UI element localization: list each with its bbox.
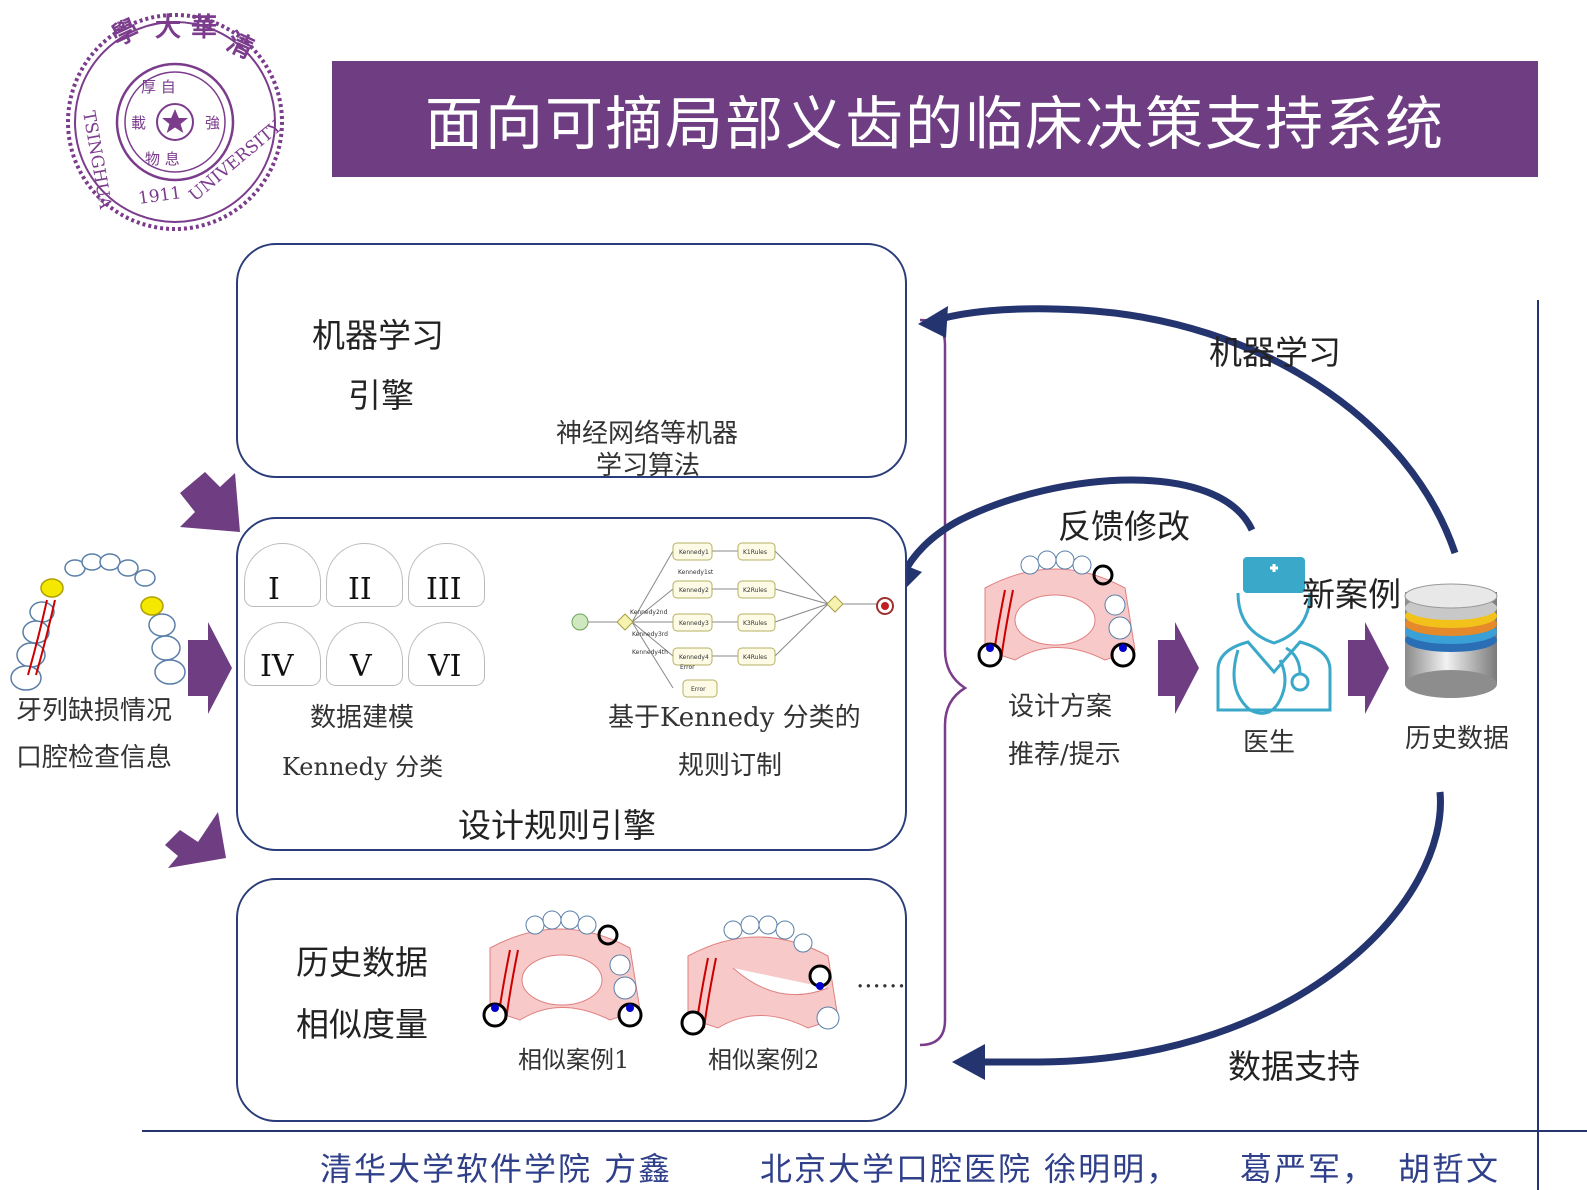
svg-text:大: 大 xyxy=(155,13,181,43)
svg-text:1911: 1911 xyxy=(137,183,183,209)
kennedy-thumb-4 xyxy=(244,622,321,686)
kennedy-thumb-1 xyxy=(244,543,321,607)
ml-caption1: 神经网络等机器 xyxy=(556,419,739,449)
feedback-label: 反馈修改 xyxy=(1058,507,1190,546)
footer-hu: 胡哲文 xyxy=(1398,1150,1501,1188)
rules-label1: 基于Kennedy 分类的 xyxy=(608,703,861,733)
kennedy-thumb-5 xyxy=(326,622,403,686)
data-modeling-label: 数据建模 xyxy=(310,703,415,733)
footer-thu: 清华大学软件学院 方鑫 xyxy=(320,1150,673,1188)
svg-text:UNIVERSITY: UNIVERSITY xyxy=(185,117,286,206)
rules-label2: 规则订制 xyxy=(678,751,783,781)
panel-bracket xyxy=(919,318,968,1047)
input-dental-arch-icon xyxy=(10,553,186,691)
similar-case-2-label: 相似案例2 xyxy=(708,1046,820,1074)
ml-engine-panel: 机器学习 引擎 神经网络等机器 学习算法 xyxy=(236,243,907,481)
doctor-icon xyxy=(1216,557,1332,715)
more-cases-ellipsis: ...... xyxy=(856,964,906,994)
data-support-arrow xyxy=(952,791,1444,1080)
doctor-label: 医生 xyxy=(1243,728,1296,758)
kennedy-class-iii: III xyxy=(426,572,462,607)
svg-text:厚 自: 厚 自 xyxy=(141,78,176,96)
input-line1: 牙列缺损情况 xyxy=(16,696,173,726)
history-title1: 历史数据 xyxy=(296,943,428,982)
svg-text:華: 華 xyxy=(191,13,217,43)
kennedy-class-v: V xyxy=(350,649,372,684)
page-title: 面向可摘局部义齿的临床决策支持系统 xyxy=(332,61,1538,177)
footer-ge: 葛严军， xyxy=(1240,1150,1377,1188)
input-line2: 口腔检查信息 xyxy=(16,743,173,773)
ml-caption2: 学习算法 xyxy=(596,451,701,481)
svg-text:物 息: 物 息 xyxy=(145,150,180,168)
kennedy-thumb-2 xyxy=(326,543,403,607)
svg-text:學: 學 xyxy=(107,14,143,52)
kennedy-class-ii: II xyxy=(348,572,372,607)
svg-text:載: 載 xyxy=(131,114,146,132)
rule-engine-title: 设计规则引擎 xyxy=(458,806,656,845)
footer-pku: 北京大学口腔医院 徐明明， xyxy=(760,1150,1181,1188)
data-support-label: 数据支持 xyxy=(1228,1047,1360,1086)
kennedy-thumb-3 xyxy=(408,543,485,607)
design-label2: 推荐/提示 xyxy=(1008,740,1121,770)
svg-text:強: 強 xyxy=(205,114,220,132)
kennedy-class-vi: VI xyxy=(428,649,462,684)
rule-engine-panel: I II III IV V VI 数据建模 Kennedy 分类 基于Kenne… xyxy=(236,517,907,851)
tsinghua-seal-logo: 學 大 華 清 TSINGHUA 1911 UNIVERSITY 厚 自 載 強… xyxy=(66,13,286,231)
ml-feedback-arrow xyxy=(918,305,1459,555)
ml-panel-title1: 机器学习 xyxy=(312,316,444,355)
history-similarity-panel: 历史数据 相似度量 相似案例1 相似案例2 ...... xyxy=(236,878,907,1122)
kennedy-class-i: I xyxy=(268,572,280,607)
history-data-label: 历史数据 xyxy=(1405,724,1510,754)
design-label1: 设计方案 xyxy=(1008,692,1113,722)
similar-case-1-label: 相似案例1 xyxy=(518,1046,630,1074)
ml-arrow-label: 机器学习 xyxy=(1209,333,1341,372)
ml-panel-title2: 引擎 xyxy=(348,376,414,415)
kennedy-thumb-6 xyxy=(408,622,485,686)
new-case-label: 新案例 xyxy=(1302,575,1401,614)
kennedy-classification-label: Kennedy 分类 xyxy=(282,753,444,781)
history-database-icon xyxy=(1404,583,1498,698)
history-title2: 相似度量 xyxy=(296,1005,428,1044)
kennedy-class-iv: IV xyxy=(260,649,294,684)
